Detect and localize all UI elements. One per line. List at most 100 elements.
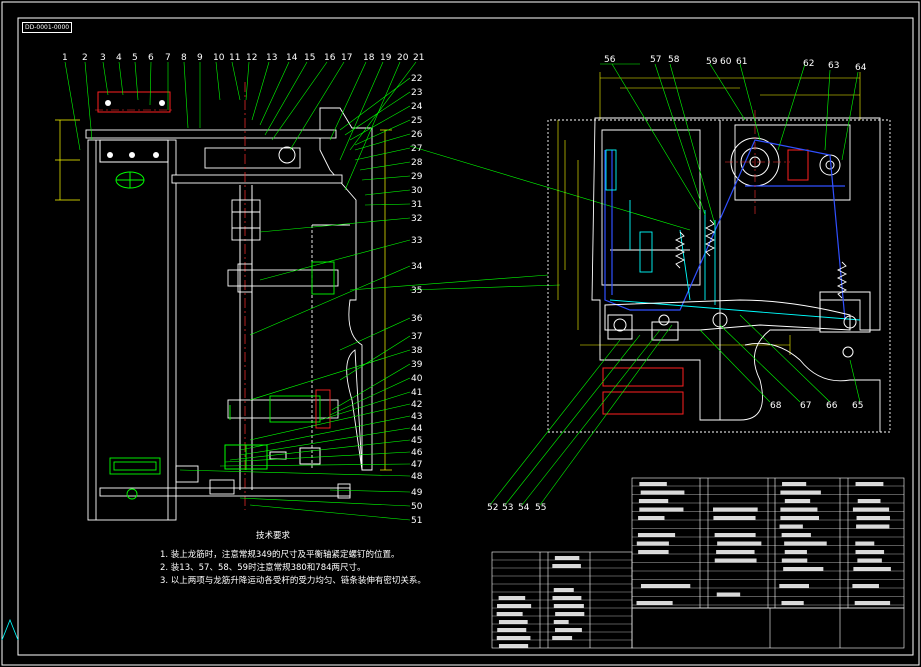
part-number-label: 39 bbox=[411, 360, 423, 370]
lower-actuator bbox=[227, 399, 339, 419]
top-beam bbox=[85, 129, 337, 139]
part-number-label: 38 bbox=[411, 346, 423, 356]
part-number-label: 18 bbox=[363, 53, 375, 63]
part-number-label: 54 bbox=[518, 503, 530, 513]
part-number-label: 41 bbox=[411, 388, 422, 398]
part-number-label: 36 bbox=[411, 314, 423, 324]
tech-requirement-item: 1. 装上龙筋时，注意常规349的尺寸及平衡轴紧定螺钉的位置。 bbox=[160, 550, 400, 560]
left-right-label-group: 2223242526272829303132333435363738394041… bbox=[411, 74, 423, 526]
part-number-label: 9 bbox=[197, 53, 203, 63]
part-number-label: 56 bbox=[604, 55, 616, 65]
right-view-boundary bbox=[547, 119, 891, 433]
part-number-label: 2 bbox=[82, 53, 88, 63]
part-number-label: 63 bbox=[828, 61, 839, 71]
part-number-label: 1 bbox=[62, 53, 68, 63]
bottom-label-group: 52 53 54 55 bbox=[487, 503, 546, 513]
part-number-label: 37 bbox=[411, 332, 422, 342]
part-number-label: 62 bbox=[803, 59, 814, 69]
part-number-label: 14 bbox=[286, 53, 298, 63]
part-number-label: 44 bbox=[411, 424, 423, 434]
part-number-label: 60 bbox=[720, 57, 732, 67]
part-number-label: 35 bbox=[411, 286, 422, 296]
part-number-label: 15 bbox=[304, 53, 315, 63]
part-number-label: 47 bbox=[411, 460, 422, 470]
right-dimension-lines bbox=[557, 72, 861, 355]
top-lever-housing bbox=[204, 147, 301, 169]
upper-link-bar bbox=[171, 174, 343, 184]
part-number-label: 29 bbox=[411, 172, 423, 182]
part-number-label: 10 bbox=[213, 53, 225, 63]
part-number-label: 32 bbox=[411, 214, 422, 224]
tech-requirement-item: 3. 以上两项与龙筋升降运动各受杆的受力均匀、链条装伸有密切关系。 bbox=[160, 576, 426, 586]
top-bracket bbox=[97, 91, 171, 113]
part-number-label: 23 bbox=[411, 88, 422, 98]
tech-requirements-heading: 技术要求 bbox=[256, 531, 291, 541]
part-number-label: 21 bbox=[413, 53, 424, 63]
part-number-label: 40 bbox=[411, 374, 423, 384]
part-number-label: 58 bbox=[668, 55, 680, 65]
part-number-label: 17 bbox=[341, 53, 352, 63]
part-number-label: 20 bbox=[397, 53, 409, 63]
part-number-label: 48 bbox=[411, 472, 423, 482]
part-number-label: 12 bbox=[246, 53, 257, 63]
part-number-label: 27 bbox=[411, 144, 422, 154]
part-number-label: 68 bbox=[770, 401, 782, 411]
part-number-label: 55 bbox=[535, 503, 546, 513]
part-number-label: 4 bbox=[116, 53, 122, 63]
part-number-label: 7 bbox=[165, 53, 171, 63]
top-pivot-pin bbox=[278, 146, 296, 164]
part-number-label: 51 bbox=[411, 516, 422, 526]
part-number-label: 25 bbox=[411, 116, 422, 126]
part-number-label: 16 bbox=[324, 53, 336, 63]
part-number-label: 11 bbox=[229, 53, 240, 63]
left-side-plate bbox=[87, 139, 177, 521]
part-number-label: 57 bbox=[650, 55, 661, 65]
part-number-label: 33 bbox=[411, 236, 422, 246]
part-number-label: 19 bbox=[380, 53, 392, 63]
part-number-label: 28 bbox=[411, 158, 423, 168]
part-number-label: 26 bbox=[411, 130, 423, 140]
left-right-leaders bbox=[179, 77, 691, 521]
part-number-label: 66 bbox=[826, 401, 838, 411]
middle-horizontal-rod bbox=[227, 269, 339, 287]
part-number-label: 50 bbox=[411, 502, 423, 512]
part-number-label: 30 bbox=[411, 186, 423, 196]
bottom-beam bbox=[99, 487, 351, 497]
left-dimension-lines bbox=[55, 119, 392, 471]
part-number-label: 46 bbox=[411, 448, 423, 458]
part-number-label: 52 bbox=[487, 503, 498, 513]
parts-list-table bbox=[631, 477, 905, 609]
part-number-label: 61 bbox=[736, 57, 747, 67]
part-number-label: 13 bbox=[266, 53, 277, 63]
lower-lever-arm bbox=[604, 291, 871, 358]
technical-requirements: 技术要求 1. 装上龙筋时，注意常规349的尺寸及平衡轴紧定螺钉的位置。 2. … bbox=[160, 530, 426, 588]
right-bottom-leaders bbox=[489, 314, 861, 506]
top-bearing-block bbox=[99, 139, 169, 163]
part-number-label: 42 bbox=[411, 400, 422, 410]
right-frame-column bbox=[319, 107, 373, 471]
tension-springs bbox=[674, 219, 848, 299]
part-number-label: 45 bbox=[411, 436, 422, 446]
part-number-label: 43 bbox=[411, 412, 422, 422]
right-side-view bbox=[489, 63, 891, 506]
table-cell-marks bbox=[496, 482, 891, 648]
lift-mechanism bbox=[605, 149, 861, 321]
left-top-leaders bbox=[64, 61, 417, 191]
part-number-label: 3 bbox=[100, 53, 106, 63]
part-number-label: 53 bbox=[502, 503, 513, 513]
drawing-tag: DD-0001-0000 bbox=[22, 22, 73, 33]
left-elevation-view bbox=[55, 61, 691, 521]
part-number-label: 49 bbox=[411, 488, 423, 498]
part-number-label: 67 bbox=[800, 401, 811, 411]
part-number-label: 65 bbox=[852, 401, 863, 411]
drive-chain bbox=[604, 139, 846, 321]
right-top-leaders bbox=[600, 63, 859, 226]
tech-requirement-item: 2. 装13、57、58、59时注意常规380和784两尺寸。 bbox=[160, 563, 366, 573]
part-number-label: 34 bbox=[411, 262, 423, 272]
part-number-label: 24 bbox=[411, 102, 423, 112]
lift-blocks bbox=[602, 367, 684, 415]
